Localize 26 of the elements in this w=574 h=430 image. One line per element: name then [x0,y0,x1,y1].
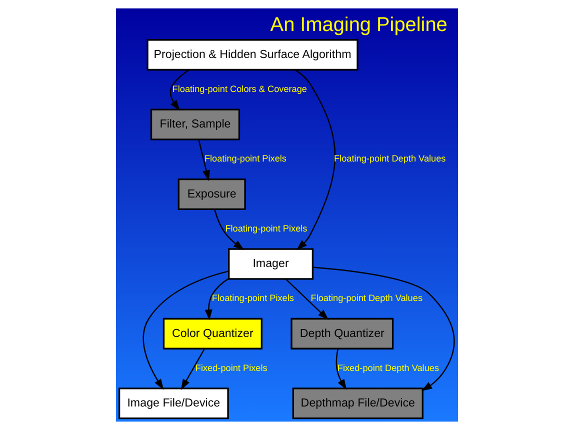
node-box: Exposure [178,178,246,210]
arrow [214,209,244,250]
edge-label: Fixed-point Pixels [195,362,268,373]
node-box: Image File/Device [118,388,229,420]
edge-label: Floating-point Pixels [204,154,286,164]
arrow [336,348,347,390]
node-box: Depthmap File/Device [292,388,424,420]
diagram-title: An Imaging Pipeline [270,14,448,36]
arrow [312,266,455,392]
arrow [204,278,230,320]
edge-label: Floating-point Pixels [212,293,294,304]
arrow [198,140,210,182]
node-box: Filter, Sample [150,108,240,140]
arrow [294,69,336,250]
edge-label: Floating-point Pixels [225,223,308,234]
edge-label: Floating-point Depth Values [310,293,423,304]
arrow [170,69,190,111]
node-box: Depth Quantizer [290,318,394,350]
arrow [285,278,329,320]
node-box: Projection & Hidden Surface Algorithm [146,39,358,71]
arrow [180,348,205,390]
node-box: Imager [228,248,314,280]
edge-label: Floating-point Colors & Coverage [172,84,307,94]
arrow [142,270,229,390]
edge-label: Fixed-point Depth Values [337,362,440,373]
node-box: Color Quantizer [162,318,262,350]
